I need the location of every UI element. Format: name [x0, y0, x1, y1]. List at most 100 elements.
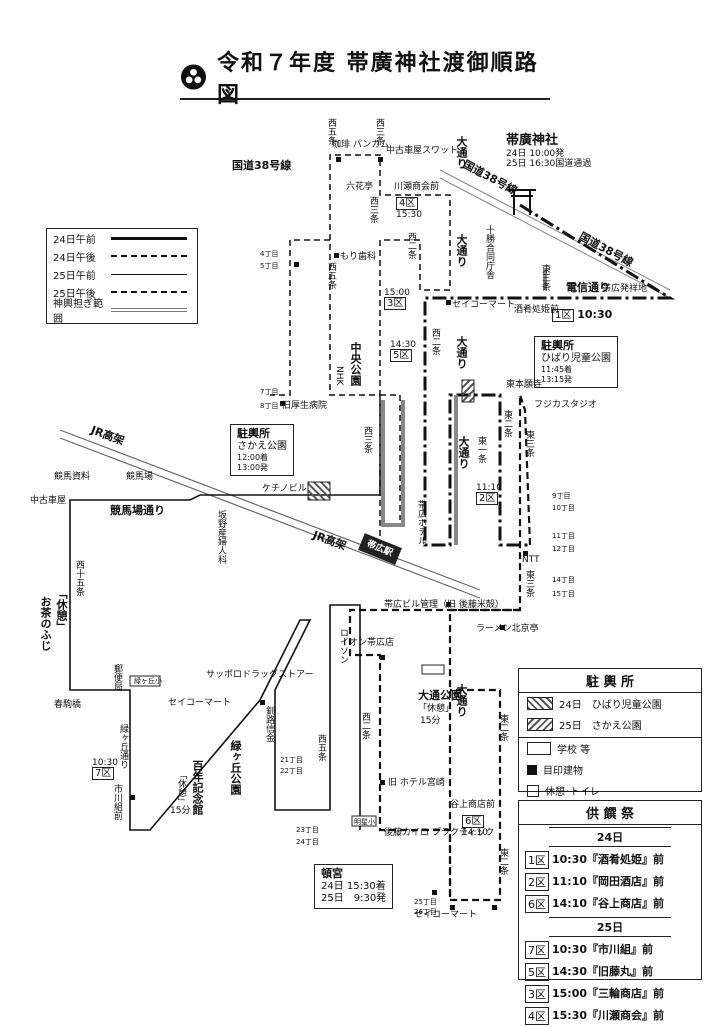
- shrine-name: 帯廣神社: [506, 133, 559, 148]
- title-text: 令和７年度 帯廣神社渡御順路図: [216, 50, 539, 108]
- offering-text: 14:10『谷上商店』前: [552, 897, 665, 910]
- mikoshi-carry-range: [381, 270, 547, 545]
- station-arrive: 24日 15:30着: [321, 880, 386, 892]
- ku-badge: 7区: [525, 941, 549, 959]
- seico-label-1: セイコーマート: [452, 300, 516, 310]
- station-depart: 13:00発: [237, 463, 269, 473]
- nishi5-label-2: 西五条: [326, 262, 336, 289]
- offering-text: 15:30『川瀬商会』前: [552, 1009, 665, 1022]
- odori-label: 大通り: [455, 136, 468, 169]
- legend-label: 25日午前: [53, 270, 96, 282]
- nishi5-label: 西五条: [326, 118, 336, 145]
- route-25-am: [69, 470, 381, 831]
- hotel-miyako-label: 旧 ホテル宮崎: [388, 778, 445, 788]
- midori-sho-label: 緑ヶ丘小: [134, 677, 162, 685]
- ku-time: 15:30: [396, 209, 422, 220]
- ku-badge: 5区: [525, 963, 549, 981]
- cho-24: 24丁目: [296, 838, 319, 846]
- higashi2-label: 東二条: [502, 410, 512, 437]
- rest-legend-label: 休憩･トイレ: [545, 787, 600, 798]
- nishi2-label-2: 西二条: [430, 328, 440, 355]
- ntt-label: NTT: [522, 555, 540, 565]
- higashi3-label: 東三条: [540, 264, 550, 291]
- higashi1-label: 東一条: [476, 436, 486, 463]
- route-24-am: [423, 203, 676, 547]
- meisei-label: 明星小: [354, 818, 375, 826]
- kouya-label: 坂野産婦人科: [216, 510, 226, 564]
- hatch-swatch: [527, 718, 553, 731]
- kyukei-1-label: 「休憩」: [55, 588, 68, 632]
- morishika-label: もり歯科: [340, 252, 377, 262]
- ku-1: 1区 10:30: [552, 308, 612, 322]
- panami-label: 珈琲 パンカム: [332, 140, 390, 150]
- shuhime-label: 酒肴処姫前: [514, 305, 560, 315]
- station-head: 駐輿所: [237, 427, 270, 440]
- map-title: 令和７年度 帯廣神社渡御順路図: [180, 50, 550, 108]
- shrine-pass: 25日 16:30国道通過: [506, 159, 592, 170]
- legend-row: 25日午前: [47, 265, 197, 283]
- legend-label: 神輿担ぎ範囲: [53, 299, 103, 325]
- higashi-honmachi-label: 東本願寺: [506, 380, 543, 390]
- legend-line-24pm: [111, 255, 187, 257]
- station-name: 頓宮: [321, 867, 343, 880]
- landmark-markers: [130, 157, 528, 910]
- ku-badge: 3区: [525, 985, 549, 1003]
- rest-legend-label: 25日 さかえ公園: [559, 721, 642, 732]
- seico-label-2: セイコーマート: [168, 698, 232, 708]
- cho-12: 12丁目: [552, 545, 575, 553]
- tokkai-label: 後藤カイロ プラクティック: [384, 828, 495, 838]
- cho-7: 7丁目: [260, 388, 279, 396]
- cho-21: 21丁目: [280, 756, 303, 764]
- offering-day: 25日: [549, 917, 671, 937]
- nishi3-label-3: 西三条: [362, 426, 372, 453]
- nakafuru-label: 中古車屋スワット: [386, 146, 459, 156]
- tanigami-label: 谷上商店前: [450, 800, 496, 810]
- ku-badge: 2区: [525, 873, 549, 891]
- rest-legend-row: 目印建物: [519, 759, 701, 780]
- ku-label: 7区: [92, 767, 115, 781]
- cho-22: 22丁目: [280, 767, 303, 775]
- ku-badge: 4区: [525, 1007, 549, 1025]
- higashi2-label-2: 東二条: [498, 714, 508, 741]
- rest-legend-row: 学校 等: [519, 737, 701, 759]
- offering-day: 24日: [549, 827, 671, 847]
- legend-line-mikoshi: [111, 308, 187, 312]
- station-marker: [358, 533, 402, 565]
- tomoe-crest-icon: [180, 64, 207, 90]
- ichikawa-label: 市川組前: [112, 784, 122, 820]
- chuko-label: 中古車屋: [30, 496, 67, 506]
- higashi2-label-3: 東二条: [498, 848, 508, 875]
- rest-swatch: [527, 784, 539, 797]
- torii-icon: [508, 189, 536, 215]
- station-name: ひばり児童公園: [541, 352, 611, 364]
- school-swatch: [527, 742, 551, 755]
- sakae-park-marker: [307, 481, 331, 501]
- kachino-label: ケチノビル: [262, 484, 307, 494]
- odori-label-2: 大通り: [455, 234, 468, 267]
- rest-legend-row: 24日 ひばり児童公園: [519, 693, 701, 714]
- rokuka-label: 六花亭: [346, 182, 374, 192]
- rest-legend-label: 学校 等: [557, 745, 591, 756]
- min15b-label: 15分: [420, 716, 441, 726]
- kawase-label: 川瀬商会前: [394, 182, 440, 192]
- cho-14: 14丁目: [552, 576, 575, 584]
- cho-11: 11丁目: [552, 532, 575, 540]
- kaiyu-label: 釧路信金: [264, 706, 274, 742]
- shrine-label: 帯廣神社 24日 10:00発 25日 16:30国道通過: [506, 133, 592, 170]
- cho-26: 26丁目: [414, 908, 437, 916]
- ku-label: 6区: [462, 815, 485, 828]
- kokudo38-label: 国道38号線: [232, 159, 292, 172]
- legend-row: 24日午後: [47, 247, 197, 265]
- sakae-rest-station: 駐輿所 さかえ公園 12:00着 13:00発: [230, 424, 294, 477]
- lawson-label: ローソン: [338, 628, 348, 664]
- hyakunen-label: 百年記念館: [191, 760, 204, 815]
- legend-row: 24日午前: [47, 229, 197, 247]
- aeon-label: イオン帯広店: [340, 638, 395, 648]
